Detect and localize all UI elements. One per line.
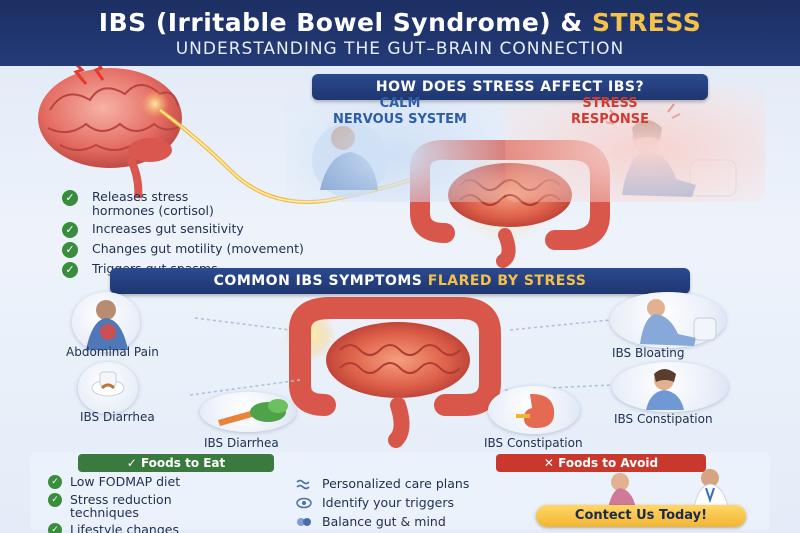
foods-to-eat-list: ✓ Low FODMAP diet ✓ Stress reduction tec… (48, 475, 278, 533)
list-item: ✓ Increases gut sensitivity (62, 222, 392, 238)
stress-response-label: STRESS RESPONSE (571, 96, 649, 127)
check-icon: ✓ (48, 475, 62, 489)
toilet-image (78, 362, 138, 414)
check-icon: ✓ (62, 222, 78, 238)
check-icon: ✓ (62, 242, 78, 258)
calm-nervous-system-label: CALM NERVOUS SYSTEM (333, 96, 467, 127)
symptom-abdominal-pain: Abdominal Pain (66, 345, 159, 359)
list-item: ✓ Stress reduction techniques (48, 493, 278, 519)
brain-gut-icon (297, 517, 311, 526)
waves-icon (296, 479, 310, 489)
stress-effects-list: ✓ Releases stress hormones (cortisol) ✓ … (62, 190, 392, 282)
foods-to-avoid-badge: ✕ Foods to Avoid (496, 454, 706, 472)
check-icon: ✓ (62, 190, 78, 206)
how-section-heading: HOW DOES STRESS AFFECT IBS? (312, 74, 708, 100)
vegetables-image (200, 392, 296, 432)
symptom-diarrhea-left: IBS Diarrhea (80, 410, 155, 424)
foods-to-eat-badge: ✓ Foods to Eat (78, 454, 274, 472)
symptom-diarrhea-food: IBS Diarrhea (204, 436, 279, 450)
constipation-person-image (612, 362, 728, 412)
contact-us-button[interactable]: Contect Us Today! (536, 505, 746, 527)
page-title: IBS (Irritable Bowel Syndrome) & STRESS (98, 8, 702, 37)
check-icon: ✓ (48, 523, 62, 533)
symptom-constipation-right: IBS Constipation (614, 412, 713, 426)
bloating-image (610, 292, 726, 348)
list-item: ✓ Low FODMAP diet (48, 475, 278, 489)
stomach-image (488, 386, 580, 434)
stress-panel (505, 86, 765, 202)
list-item: ✓ Releases stress hormones (cortisol) (62, 190, 392, 218)
list-item: Balance gut & mind (296, 514, 556, 529)
title-stress-word: STRESS (591, 8, 702, 37)
symptoms-section-heading: COMMON IBS SYMPTOMS FLARED BY STRESS (110, 268, 690, 294)
check-icon: ✓ (62, 262, 78, 278)
list-item: ✓ Changes gut motility (movement) (62, 242, 392, 258)
symptom-bloating: IBS Bloating (612, 346, 685, 360)
eye-icon (296, 497, 312, 508)
list-item: ✓ Lifestyle changes (48, 523, 278, 533)
care-list: Personalized care plans Identify your tr… (296, 476, 556, 533)
intestines-illustration-lower (284, 297, 501, 448)
header-banner: IBS (Irritable Bowel Syndrome) & STRESS … (0, 0, 800, 66)
doctor-patient-illustration (608, 469, 729, 508)
check-icon: ✓ (48, 493, 62, 507)
abdominal-pain-image (72, 292, 140, 352)
list-item: Identify your triggers (296, 495, 556, 510)
calm-panel (285, 86, 505, 202)
list-item: Personalized care plans (296, 476, 556, 491)
page-subtitle: UNDERSTANDING THE GUT–BRAIN CONNECTION (175, 39, 625, 59)
symptom-constipation-stomach: IBS Constipation (484, 436, 583, 450)
brain-illustration (38, 68, 182, 199)
